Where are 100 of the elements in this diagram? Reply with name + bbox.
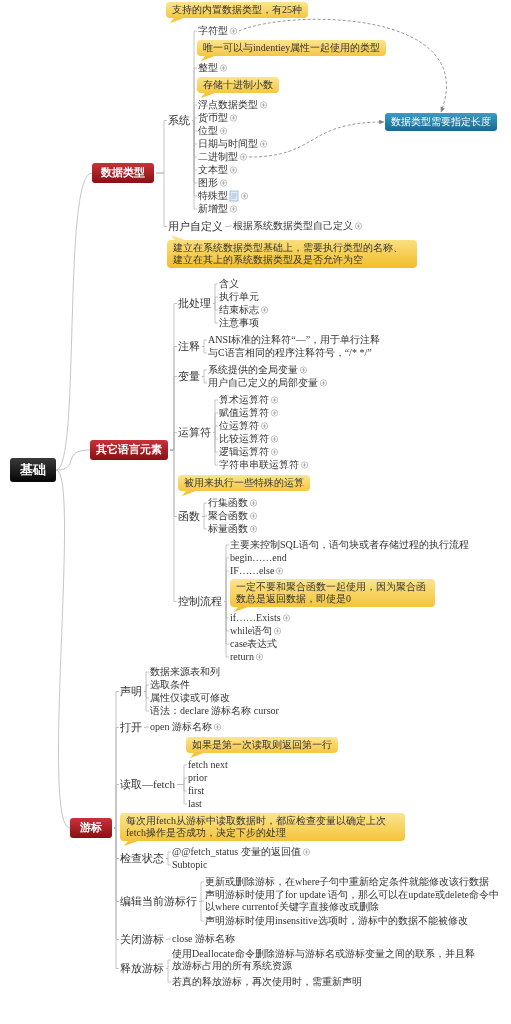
branch-line (165, 938, 172, 940)
branch-line (55, 449, 91, 471)
subtopic-label: 打开 (120, 720, 142, 734)
branch-line (201, 339, 208, 347)
topic-label: 文本型 (198, 164, 228, 176)
callout-box: 支持的内置数据类型，有25种 (166, 2, 308, 23)
topic-label: 使用Deallocate命令删除游标与游标名或游标变量之间的联系，并且释放游标占用的所有系统资源 (172, 948, 482, 972)
branch-line (201, 369, 208, 377)
subtopic-label: 注释 (178, 339, 200, 353)
branch-line (201, 346, 208, 354)
subtopic-label: 变量 (178, 369, 200, 383)
subtopic-label: 运算符 (178, 425, 211, 439)
main-topic-box: 数据类型 (92, 163, 154, 183)
branch-line (212, 303, 219, 324)
callout-box: 如果是第一次读取则返回第一行 (186, 737, 338, 758)
topic-label: 字符串串联运算符 (219, 459, 299, 471)
topic-label: ANSI标准的注释符“—”，用于单行注释 (208, 334, 381, 346)
topic-label: 赋值运算符 (219, 407, 269, 419)
central-topic-box: 基础 (10, 458, 56, 482)
topic-label: case表达式 (230, 638, 278, 650)
topic-label: fetch next (188, 759, 228, 771)
callout-box: 被用来执行一些特殊的运算 (178, 475, 310, 496)
topic-label: 更新或删除游标，在where子句中重新给定条件就能修改该行数据 (205, 876, 490, 888)
subtopic-label: 声明 (120, 684, 142, 698)
topic-label: 货币型 (198, 112, 228, 124)
branch-line (155, 172, 168, 227)
subtopic-label: 用户自定义 (168, 219, 223, 233)
topic-label: 系统提供的全局变量 (208, 364, 298, 376)
topic-label: 含义 (219, 278, 239, 290)
topic-label: 执行单元 (219, 291, 259, 303)
topic-label: 图形 (198, 177, 218, 189)
branch-line (165, 858, 172, 866)
branch-line (198, 901, 205, 922)
main-topic-box: 其它语言元素 (90, 440, 168, 460)
topic-label: 字符型 (198, 25, 228, 37)
topic-label: 若真的释放游标，再次使用时，需重新声明 (172, 976, 362, 988)
topic-label: IF……else (230, 565, 275, 577)
topic-label: 属性仅读或可修改 (150, 692, 230, 704)
subtopic-label: 函数 (178, 509, 200, 523)
topic-label: last (188, 798, 202, 810)
topic-label: if……Exists (230, 612, 281, 624)
callout-box: 每次用fetch从游标中读取数据时，都应检查变量以确定上次fetch操作是否成功，决定下步的处理 (120, 813, 405, 846)
callout-box: 唯一可以与indentiey属性一起使用的类型 (197, 40, 387, 61)
topic-label: 浮点数据类型 (198, 99, 258, 111)
topic-label: 用户自己定义的局部变量 (208, 377, 318, 389)
subtopic-label: 检查状态 (120, 851, 164, 865)
branch-line (223, 570, 230, 602)
topic-label: 位运算符 (219, 420, 259, 432)
topic-label: 声明游标时使用了for update 语句，那么可以在update或delete命令中以where currentof关键字直接修改或删除 (205, 889, 500, 913)
topic-label: 与C语言相同的程序注释符号，“/* */” (208, 347, 372, 359)
branch-line (212, 432, 219, 466)
topic-label: 注意事项 (219, 317, 259, 329)
topic-label: 聚合函数 (208, 510, 248, 522)
topic-label: 特殊型 (198, 190, 228, 202)
topic-label: 选取条件 (150, 679, 190, 691)
branch-line (165, 968, 172, 983)
topic-label: 结束标志 (219, 304, 259, 316)
branch-line (143, 684, 150, 692)
branch-line (165, 851, 172, 859)
callout-box: 建立在系统数据类型基础上，需要执行类型的名称、建立在其上的系统数据类型及是否允许为空 (167, 235, 417, 268)
branch-line (198, 881, 205, 902)
subtopic-label: 释放游标 (120, 961, 164, 975)
topic-label: return (230, 651, 254, 663)
main-topic-box: 游标 (70, 818, 112, 838)
topic-label: 数据来源表和列 (150, 666, 220, 678)
topic-label: 主要来控制SQL语句，语句块或者存储过程的执行流程 (230, 539, 469, 551)
branch-line (201, 516, 208, 530)
topic-label: while语句 (230, 625, 273, 637)
topic-label: 语法：declare 游标名称 cursor (150, 705, 279, 717)
topic-label: 根据系统数据类型自己定义 (233, 220, 353, 232)
topic-label: close 游标名称 (172, 933, 236, 945)
branch-line (224, 225, 233, 227)
branch-line (55, 469, 71, 829)
topic-label: 二进制型 (198, 151, 238, 163)
note-box: 数据类型需要指定长度 (385, 113, 497, 131)
branch-line (212, 296, 219, 304)
topic-label: 日期与时间型 (198, 138, 258, 150)
callout-box: 存储十进制小数 (197, 77, 279, 98)
subtopic-label: 系统 (168, 113, 190, 127)
subtopic-label: 读取—fetch (120, 777, 175, 791)
topic-label: begin……end (230, 552, 287, 564)
branch-line (201, 502, 208, 517)
topic-label: 标量函数 (208, 523, 248, 535)
topic-label: @@fetch_status 变量的返回值 (172, 846, 301, 858)
branch-line (165, 959, 172, 969)
topic-label: Subtopic (172, 859, 208, 871)
subtopic-label: 编辑当前游标行 (120, 894, 197, 908)
callout-box: 一定不要和聚合函数一起使用，因为聚合函数总是返回数据，即使是0 (230, 579, 435, 612)
branch-line (143, 691, 150, 712)
branch-line (223, 601, 230, 658)
topic-label: 逻辑运算符 (219, 446, 269, 458)
topic-label: 算术运算符 (219, 394, 269, 406)
topic-label: 行集函数 (208, 497, 248, 509)
subtopic-label: 关闭游标 (120, 932, 164, 946)
topic-label: 比较运算符 (219, 433, 269, 445)
topic-label: prior (188, 772, 208, 784)
branch-line (143, 726, 150, 728)
branch-line (113, 827, 120, 969)
subtopic-label: 控制流程 (178, 594, 222, 608)
topic-label: 位型 (198, 125, 218, 137)
